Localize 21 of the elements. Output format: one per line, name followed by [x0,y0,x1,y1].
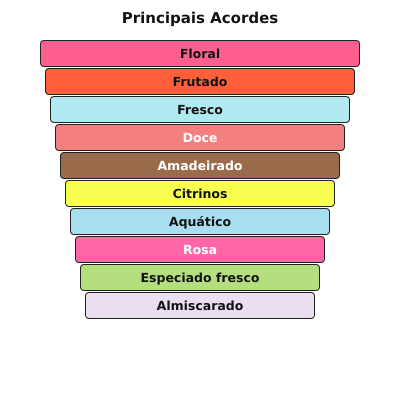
bar-label: Aquático [168,214,232,229]
funnel-bar [60,152,340,179]
funnel-bar [45,68,355,95]
bar-label: Amadeirado [158,158,242,173]
bar-label: Fresco [177,102,223,117]
funnel-bar [55,124,345,151]
funnel-bar [65,180,335,207]
bar-label: Rosa [182,242,218,257]
funnel-bar [85,292,315,319]
funnel-bar [80,264,320,291]
bar-label: Floral [180,46,220,61]
funnel-bar [40,40,360,67]
funnel-bar [50,96,350,123]
bar-label: Frutado [172,74,228,89]
bar-label: Especiado fresco [140,270,260,285]
bar-label: Doce [182,130,218,145]
funnel-bar [70,208,330,235]
chart-title: Principais Acordes [122,9,278,27]
funnel-bar [75,236,325,263]
bar-label: Almiscarado [156,298,244,313]
bar-label: Citrinos [172,186,228,201]
